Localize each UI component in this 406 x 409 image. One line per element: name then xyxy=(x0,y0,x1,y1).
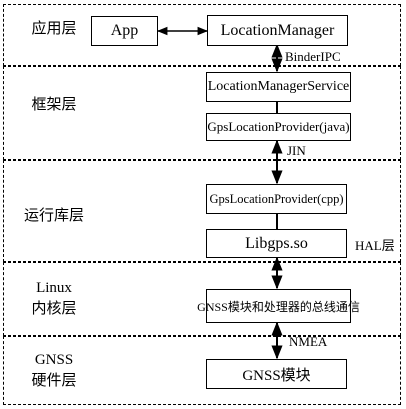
location-manager-box: LocationManager xyxy=(207,15,348,46)
nmea-label: NMEA xyxy=(289,334,328,349)
runtime-library-layer xyxy=(3,160,401,262)
linux-kernel-layer xyxy=(3,262,401,336)
framework-layer xyxy=(3,66,401,160)
hal-layer-label: HAL层 xyxy=(355,238,395,253)
gps-location-provider-cpp-box: GpsLocationProvider(cpp) xyxy=(206,184,347,214)
application-layer xyxy=(3,4,401,66)
binder-ipc-label: BinderIPC xyxy=(285,49,341,64)
linux-kernel-layer-label: Linux 内核层 xyxy=(31,280,77,317)
libgps-box: Libgps.so xyxy=(206,229,347,258)
gps-location-provider-java-box: GpsLocationProvider(java) xyxy=(206,113,351,141)
app-box: App xyxy=(91,16,158,46)
application-layer-label: 应用层 xyxy=(31,21,77,37)
gnss-hardware-layer xyxy=(3,336,401,405)
gnss-bus-communication-box: GNSS模块和处理器的总线通信 xyxy=(197,289,360,323)
runtime-library-layer-label: 运行库层 xyxy=(23,208,84,224)
gnss-module-box: GNSS模块 xyxy=(206,359,347,389)
framework-layer-label: 框架层 xyxy=(31,97,77,113)
location-manager-service-box: LocationManagerService xyxy=(206,72,351,102)
gnss-hardware-layer-label: GNSS 硬件层 xyxy=(31,352,77,389)
jin-label: JIN xyxy=(287,143,306,158)
